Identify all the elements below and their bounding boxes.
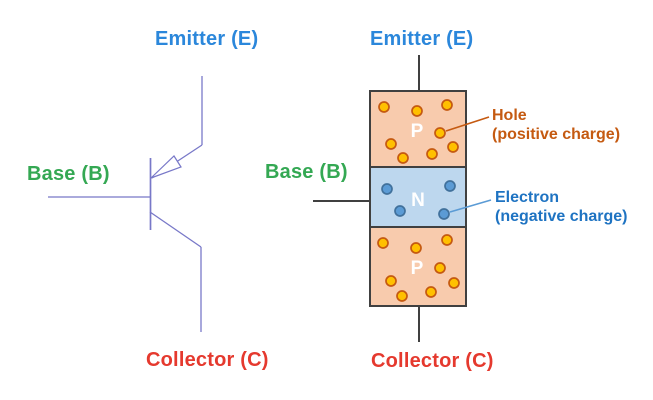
right-collector-label: Collector (C): [371, 350, 494, 372]
left-emitter-label: Emitter (E): [155, 28, 259, 50]
electron-pointer-line: [449, 199, 492, 213]
left-base-label: Base (B): [27, 163, 110, 185]
electron-dot: [444, 180, 456, 192]
hole-dot: [448, 277, 460, 289]
hole-dot: [397, 152, 409, 164]
base-n-region: [369, 166, 467, 228]
hole-dot: [441, 99, 453, 111]
hole-annotation-subtitle: (positive charge): [492, 126, 621, 143]
hole-dot: [385, 138, 397, 150]
emitter-region-letter: P: [411, 121, 424, 142]
charge-dots: [377, 99, 460, 302]
transistor-structure: P N P: [313, 55, 492, 342]
collector-region-letter: P: [411, 258, 424, 279]
electron-dot: [438, 208, 450, 220]
hole-dot: [434, 127, 446, 139]
electron-annotation: Electron (negative charge): [495, 188, 627, 226]
base-region-letter: N: [411, 190, 425, 211]
hole-pointer-line: [445, 116, 490, 132]
hole-dot: [441, 234, 453, 246]
electron-dot: [394, 205, 406, 217]
hole-dot: [385, 275, 397, 287]
collector-diagonal-wire: [149, 211, 202, 248]
right-emitter-label: Emitter (E): [370, 28, 474, 50]
right-base-label: Base (B): [265, 161, 348, 183]
hole-dot: [426, 148, 438, 160]
transistor-symbol: [48, 76, 203, 332]
left-collector-label: Collector (C): [146, 349, 269, 371]
hole-dot: [378, 101, 390, 113]
hole-dot: [410, 242, 422, 254]
hole-dot: [377, 237, 389, 249]
emitter-arrow-icon: [150, 155, 182, 179]
electron-dot: [381, 183, 393, 195]
hole-dot: [396, 290, 408, 302]
hole-dot: [447, 141, 459, 153]
hole-annotation: Hole (positive charge): [492, 106, 620, 144]
hole-dot: [425, 286, 437, 298]
hole-dot: [434, 262, 446, 274]
electron-annotation-subtitle: (negative charge): [495, 208, 628, 225]
hole-annotation-title: Hole: [492, 107, 527, 124]
electron-annotation-title: Electron: [495, 189, 560, 206]
hole-dot: [411, 105, 423, 117]
